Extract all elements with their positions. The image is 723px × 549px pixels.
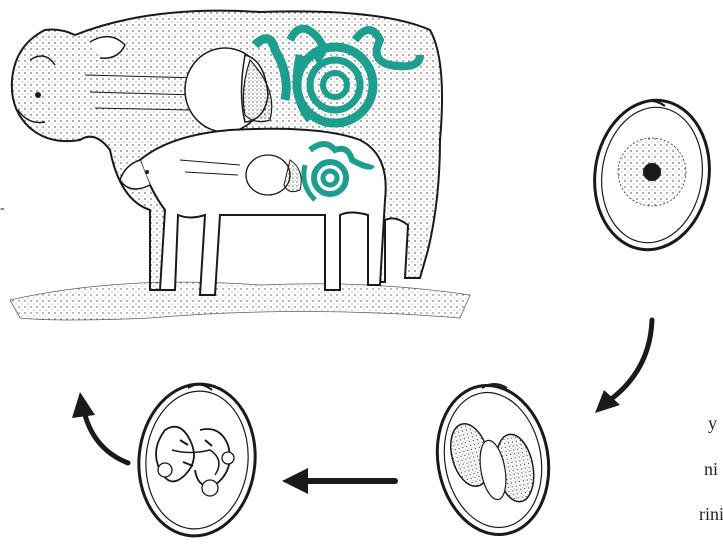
egg-single-cell-icon bbox=[585, 93, 719, 257]
edge-text-fragment: - bbox=[0, 202, 5, 216]
curved-arrow-icon bbox=[595, 320, 652, 413]
edge-text-fragment: rini bbox=[699, 505, 723, 523]
egg-developing-larvae-icon bbox=[426, 377, 560, 544]
sheep-and-lamb-host-illustration bbox=[10, 11, 470, 320]
straight-arrow-icon bbox=[282, 468, 395, 494]
edge-text-fragment: ni bbox=[704, 460, 718, 478]
edge-text-fragment: y bbox=[708, 414, 717, 432]
egg-larvae-coiled-icon bbox=[133, 379, 262, 541]
curved-arrow-icon bbox=[72, 392, 128, 463]
